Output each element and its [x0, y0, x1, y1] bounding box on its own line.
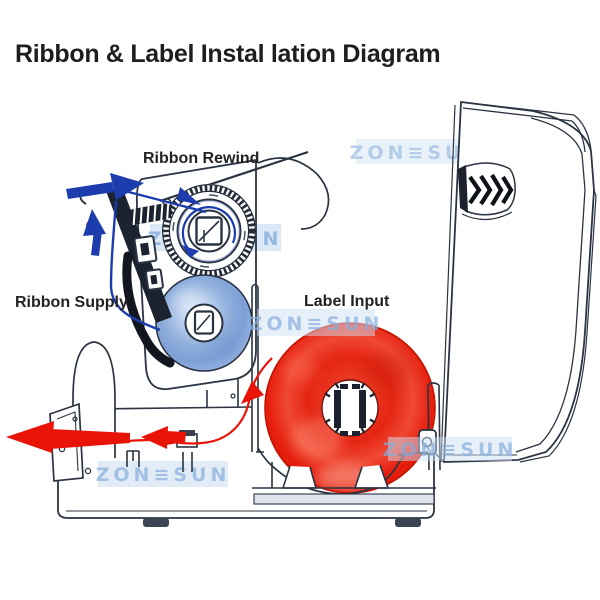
ribbon-arrow-icon — [177, 187, 201, 205]
label-path — [6, 357, 273, 453]
release-lever — [122, 251, 175, 368]
watermark-band — [388, 437, 512, 461]
chevron-grip-icon — [468, 173, 514, 207]
printer-cover — [440, 100, 597, 463]
printer-foot — [143, 518, 169, 527]
core-notches — [324, 382, 376, 434]
label-arrow-down-icon — [241, 381, 264, 404]
front-arch — [72, 341, 116, 458]
watermark-text: ZON≡SUN — [383, 439, 518, 461]
watermark: ZON≡SUN — [383, 437, 518, 461]
ribbon-path — [66, 173, 207, 332]
printer-foot — [395, 518, 421, 527]
watermark-text: ZON≡SUN — [350, 142, 485, 164]
watermark: ZON≡SUN — [96, 461, 231, 487]
watermark-band — [257, 309, 375, 336]
watermark-band — [98, 461, 228, 487]
page-title: Ribbon & Label Instal lation Diagram — [15, 40, 441, 68]
ribbon-arrow-up-icon — [83, 209, 106, 236]
label-ribbon-supply: Ribbon Supply — [15, 294, 128, 311]
ribbon-arrow-right-icon — [110, 173, 144, 200]
label-arrow-left-icon — [141, 426, 168, 449]
cover-grip — [458, 162, 516, 221]
watermark: ZON≡SUN — [350, 139, 485, 164]
label-exit-arrow-icon — [6, 421, 54, 453]
watermark-text: ZON≡SUN — [249, 313, 384, 335]
watermark-text: ZON≡SUN — [96, 464, 231, 486]
ribbon-path-line — [120, 188, 207, 214]
label-label-input: Label Input — [304, 293, 390, 310]
rotation-arrowhead-icon — [182, 245, 199, 258]
ribbon-rewind-spindle — [162, 184, 257, 279]
rotation-arrow — [181, 206, 236, 253]
label-ribbon-rewind: Ribbon Rewind — [143, 150, 260, 167]
watermark: ZON≡SUN — [249, 309, 384, 336]
print-head-assembly — [106, 187, 175, 368]
ribbon-supply-spool — [155, 274, 253, 372]
spring — [128, 202, 172, 226]
roll-core — [334, 384, 366, 436]
